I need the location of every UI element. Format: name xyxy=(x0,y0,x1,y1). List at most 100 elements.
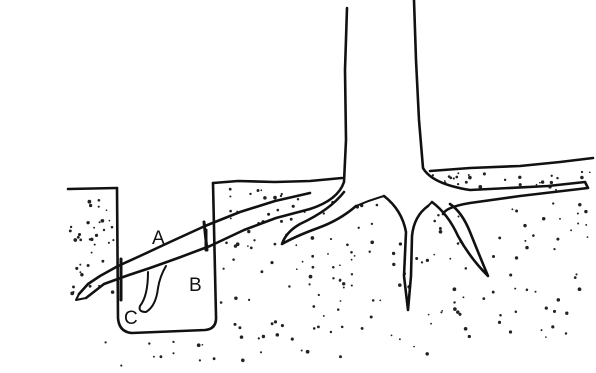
soil-dot xyxy=(545,336,547,338)
soil-dot xyxy=(276,209,279,212)
soil-dot xyxy=(413,346,415,348)
soil-dot xyxy=(312,266,315,269)
soil-dot xyxy=(350,251,353,254)
soil-dot xyxy=(468,176,472,180)
soil-dot xyxy=(534,291,536,293)
soil-dot xyxy=(421,261,423,263)
soil-dot xyxy=(372,299,375,302)
soil-dot xyxy=(98,206,100,208)
soil-dot xyxy=(89,238,91,240)
soil-dot xyxy=(172,341,174,343)
soil-dot xyxy=(291,338,294,341)
soil-dot xyxy=(75,267,78,270)
soil-dot xyxy=(288,285,290,287)
soil-dot xyxy=(439,230,443,234)
soil-dot xyxy=(148,342,150,344)
soil-dot xyxy=(318,294,320,296)
soil-dot xyxy=(94,244,96,246)
soil-dot xyxy=(524,240,526,242)
soil-dot xyxy=(229,196,231,198)
soil-dot xyxy=(330,238,332,240)
soil-dot xyxy=(577,212,579,214)
soil-dot xyxy=(105,341,107,343)
soil-dot xyxy=(425,352,429,356)
soil-dot xyxy=(332,266,335,269)
soil-dot xyxy=(550,181,553,184)
soil-dot xyxy=(574,276,577,279)
soil-dot xyxy=(430,323,432,325)
soil-dot xyxy=(112,239,114,241)
soil-dot xyxy=(233,323,236,326)
soil-dot xyxy=(274,320,277,323)
root-right-down xyxy=(432,202,488,276)
root-center-down xyxy=(384,196,428,310)
soil-dot xyxy=(565,312,568,315)
soil-dot xyxy=(72,285,75,288)
soil-dot xyxy=(79,271,81,273)
soil-dot xyxy=(229,210,232,213)
soil-dot xyxy=(108,242,110,244)
soil-dot xyxy=(323,315,325,317)
soil-dot xyxy=(103,229,105,231)
soil-dot xyxy=(72,291,74,293)
soil-dot xyxy=(515,311,518,314)
soil-dot xyxy=(553,248,555,250)
soil-dot xyxy=(247,230,250,233)
soil-dot xyxy=(91,252,93,254)
soil-dot xyxy=(260,351,262,353)
soil-dot xyxy=(273,196,277,200)
soil-dot xyxy=(509,273,512,276)
soil-dot xyxy=(101,260,104,263)
soil-dot xyxy=(433,220,436,223)
soil-dot xyxy=(339,355,342,358)
soil-dot xyxy=(551,175,553,177)
soil-dot xyxy=(309,275,313,279)
soil-dot xyxy=(585,224,587,226)
soil-dot xyxy=(504,179,506,181)
soil-dot xyxy=(153,356,155,358)
soil-dot xyxy=(453,287,457,291)
soil-dot xyxy=(301,350,303,352)
soil-dot xyxy=(295,244,297,246)
soil-dot xyxy=(453,307,457,311)
soil-dot xyxy=(199,359,201,361)
soil-dot xyxy=(354,255,356,257)
soil-dot xyxy=(379,300,381,302)
soil-dot xyxy=(270,261,273,264)
soil-dot xyxy=(468,174,470,176)
soil-dot xyxy=(358,227,360,229)
soil-dot xyxy=(398,283,402,287)
soil-dot xyxy=(337,308,340,311)
soil-dot xyxy=(70,226,72,228)
soil-dot xyxy=(515,210,518,213)
soil-dot xyxy=(346,243,349,246)
label-b: B xyxy=(189,275,202,296)
soil-dot xyxy=(341,326,344,329)
soil-dot xyxy=(515,256,518,259)
soil-dot xyxy=(542,217,545,220)
soil-dot xyxy=(69,229,72,232)
soil-dot xyxy=(545,306,548,309)
soil-dot xyxy=(559,218,561,220)
soil-dot xyxy=(342,282,345,285)
soil-dot xyxy=(441,310,443,312)
soil-dot xyxy=(433,254,435,256)
soil-dot xyxy=(340,300,342,302)
soil-dot xyxy=(106,209,108,211)
soil-dot xyxy=(95,234,98,237)
soil-dot xyxy=(77,236,80,239)
soil-dot xyxy=(343,287,345,289)
soil-dot xyxy=(580,176,584,180)
soil-dot xyxy=(234,296,237,299)
soil-dot xyxy=(525,246,529,250)
soil-dot xyxy=(581,171,583,173)
soil-dot xyxy=(577,223,579,225)
soil-dot xyxy=(458,313,461,316)
soil-dot xyxy=(312,305,315,308)
soil-dot xyxy=(351,273,353,275)
soil-dot xyxy=(87,264,90,267)
soil-dot xyxy=(317,326,320,329)
label-a: A xyxy=(152,228,165,249)
soil-dot xyxy=(454,301,456,303)
